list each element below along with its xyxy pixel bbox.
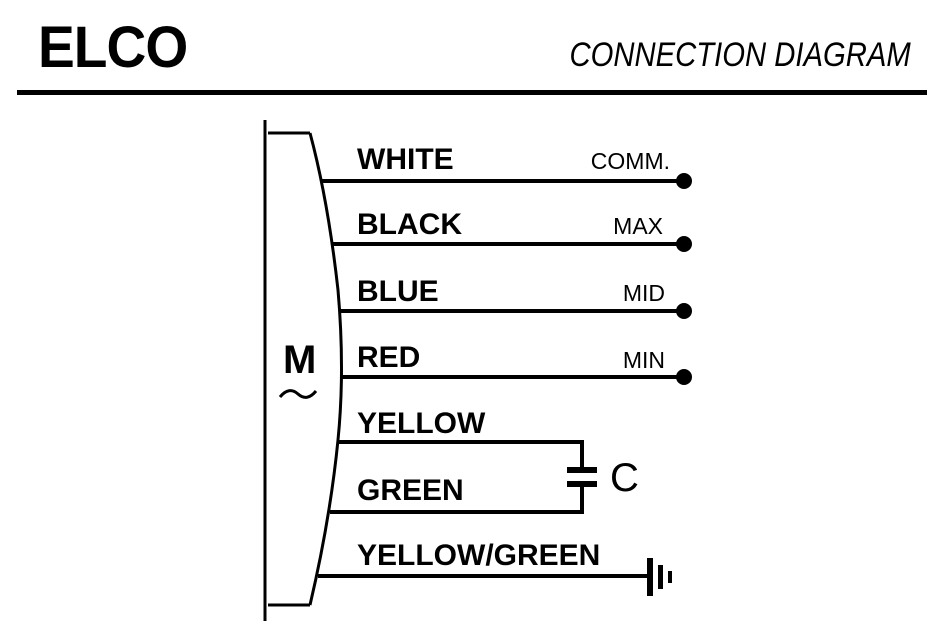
wire-label-white: WHITE — [357, 143, 454, 176]
terminal-dot-max — [676, 236, 692, 252]
terminal-label-min: MIN — [623, 347, 665, 373]
page-title: CONNECTION DIAGRAM — [569, 36, 911, 74]
ground-icon — [647, 558, 672, 596]
header-divider — [17, 90, 927, 95]
wire-label-green: GREEN — [357, 474, 464, 507]
terminal-label-max: MAX — [613, 213, 663, 239]
capacitor-icon — [567, 467, 597, 487]
terminal-label-mid: MID — [623, 280, 665, 306]
motor-housing — [263, 120, 343, 621]
wire-green: GREEN — [330, 474, 584, 514]
wire-label-black: BLACK — [357, 208, 462, 241]
terminal-dot-min — [676, 369, 692, 385]
terminal-dot-comm — [676, 173, 692, 189]
wire-label-yellow: YELLOW — [357, 407, 486, 440]
terminal-label-comm: COMM. — [591, 148, 670, 174]
wire-label-blue: BLUE — [357, 275, 439, 308]
wire-black: BLACK MAX — [333, 208, 692, 252]
wire-red: RED MIN — [341, 341, 692, 385]
ac-tilde-icon — [278, 389, 318, 399]
wire-white: WHITE COMM. — [322, 143, 692, 189]
wire-yellow: YELLOW — [338, 407, 584, 467]
brand-logo: ELCO — [38, 15, 188, 80]
wire-label-yellow-green: YELLOW/GREEN — [357, 539, 600, 572]
wire-label-red: RED — [357, 341, 420, 374]
terminal-dot-mid — [676, 303, 692, 319]
wire-blue: BLUE MID — [340, 275, 692, 319]
capacitor-label: C — [610, 456, 639, 500]
wire-yellow-green: YELLOW/GREEN — [318, 539, 650, 578]
motor-label: M — [283, 338, 316, 382]
